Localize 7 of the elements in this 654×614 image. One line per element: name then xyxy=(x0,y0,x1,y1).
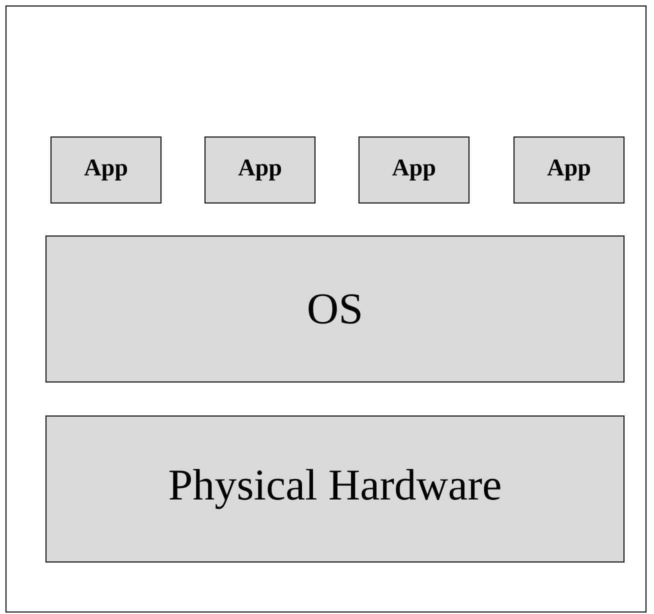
app-box: App xyxy=(204,136,316,204)
app-box: App xyxy=(50,136,162,204)
layer-box: Physical Hardware xyxy=(46,416,624,562)
app-box: App xyxy=(358,136,470,204)
app-box: App xyxy=(514,136,624,204)
layer-box: OS xyxy=(46,236,624,382)
frame-box xyxy=(6,6,646,612)
